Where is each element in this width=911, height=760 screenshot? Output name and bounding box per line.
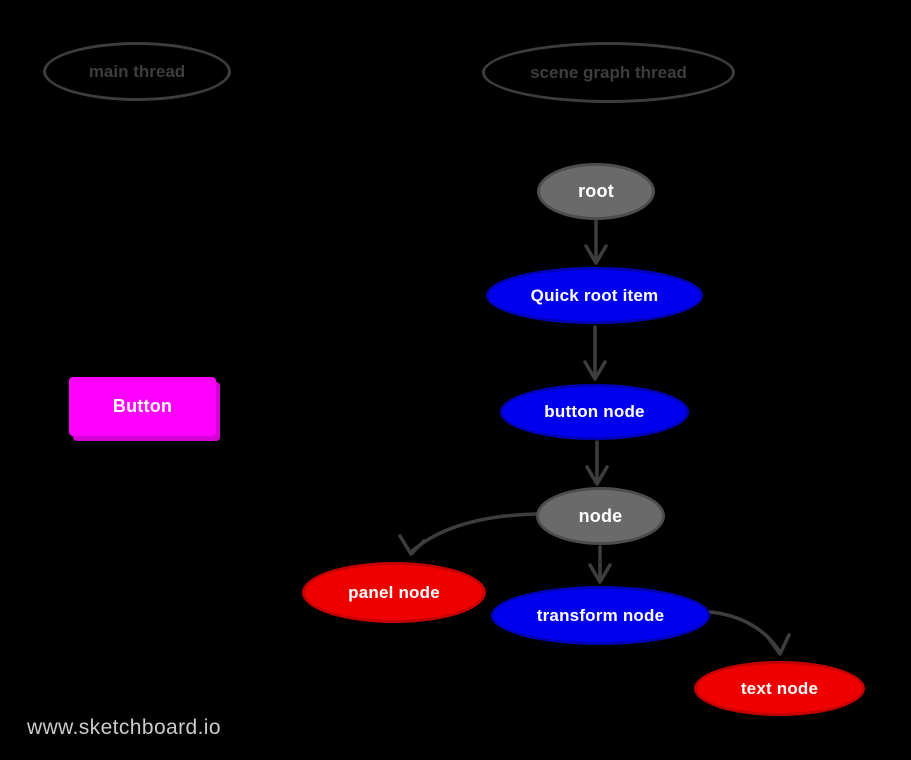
node-root[interactable]: root: [537, 163, 655, 220]
node-panel-node[interactable]: panel node: [302, 562, 486, 623]
lane-main-thread-label: main thread: [88, 61, 186, 81]
node-quick-root-item[interactable]: Quick root item: [486, 267, 703, 324]
node-button-node-label: button node: [544, 402, 645, 421]
node-gray-node[interactable]: node: [536, 487, 665, 545]
lane-scene-graph-thread-label: scene graph thread: [530, 62, 687, 82]
node-text-node[interactable]: text node: [694, 661, 865, 716]
node-gray-node-label: node: [578, 505, 623, 526]
node-panel-node-label: panel node: [348, 582, 440, 602]
edge-root-to-quick-root-item[interactable]: [584, 219, 608, 265]
node-button-node[interactable]: button node: [500, 384, 689, 440]
node-root-label: root: [578, 181, 614, 201]
edge-transform-node-to-text-node[interactable]: [708, 610, 791, 656]
node-transform-node[interactable]: transform node: [491, 586, 710, 645]
button-widget[interactable]: Button: [69, 377, 216, 436]
lane-scene-graph-thread[interactable]: scene graph thread: [482, 42, 735, 103]
edge-node-to-transform-node[interactable]: [588, 545, 612, 584]
button-widget-label: Button: [112, 396, 173, 416]
edge-quick-root-item-to-button-node[interactable]: [583, 325, 607, 381]
edge-button-node-to-node[interactable]: [585, 440, 609, 486]
edge-node-to-panel-node[interactable]: [398, 512, 538, 556]
lane-main-thread[interactable]: main thread: [43, 42, 231, 101]
node-quick-root-item-label: Quick root item: [530, 285, 659, 305]
node-transform-node-label: transform node: [536, 605, 665, 625]
node-text-node-label: text node: [740, 678, 819, 698]
sketchboard-watermark: www.sketchboard.io: [27, 716, 221, 739]
